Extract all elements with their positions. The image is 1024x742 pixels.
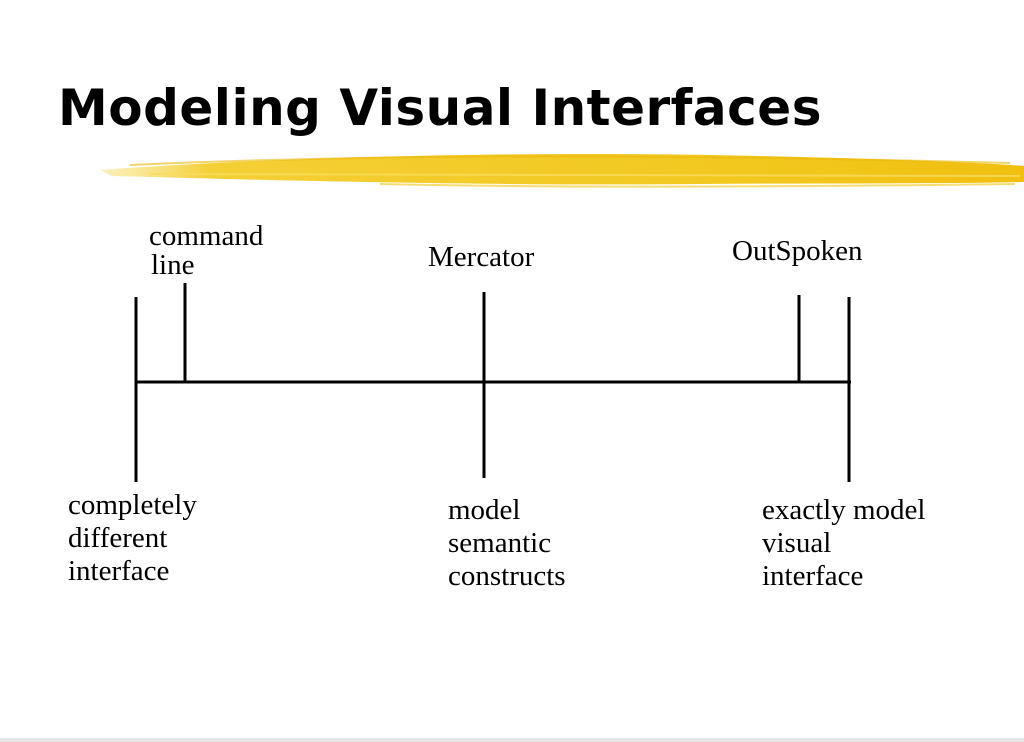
label-left-line3: interface [68,555,170,587]
label-middle-line2: semantic [448,527,552,559]
slide-title: Modeling Visual Interfaces [58,79,822,137]
label-exactly-model-visual-interface: exactly model visual interface [762,494,925,593]
label-right-line1: exactly model [762,494,926,526]
label-command-line: command line [149,220,263,282]
label-middle-line1: model [448,494,521,526]
label-left-line1: completely [68,489,197,521]
label-mercator: Mercator [428,241,535,273]
label-right-line2: visual [762,527,832,559]
label-right-line3: interface [762,560,864,592]
label-outspoken: OutSpoken [732,235,863,267]
label-middle-line3: constructs [448,560,566,592]
label-model-semantic-constructs: model semantic constructs [448,494,566,593]
label-command-line-line1: command [149,220,264,252]
label-left-line2: different [68,522,168,554]
label-command-line-line2: line [151,249,195,281]
label-completely-different-interface: completely different interface [68,489,197,588]
slide-bottom-edge [0,738,1024,742]
